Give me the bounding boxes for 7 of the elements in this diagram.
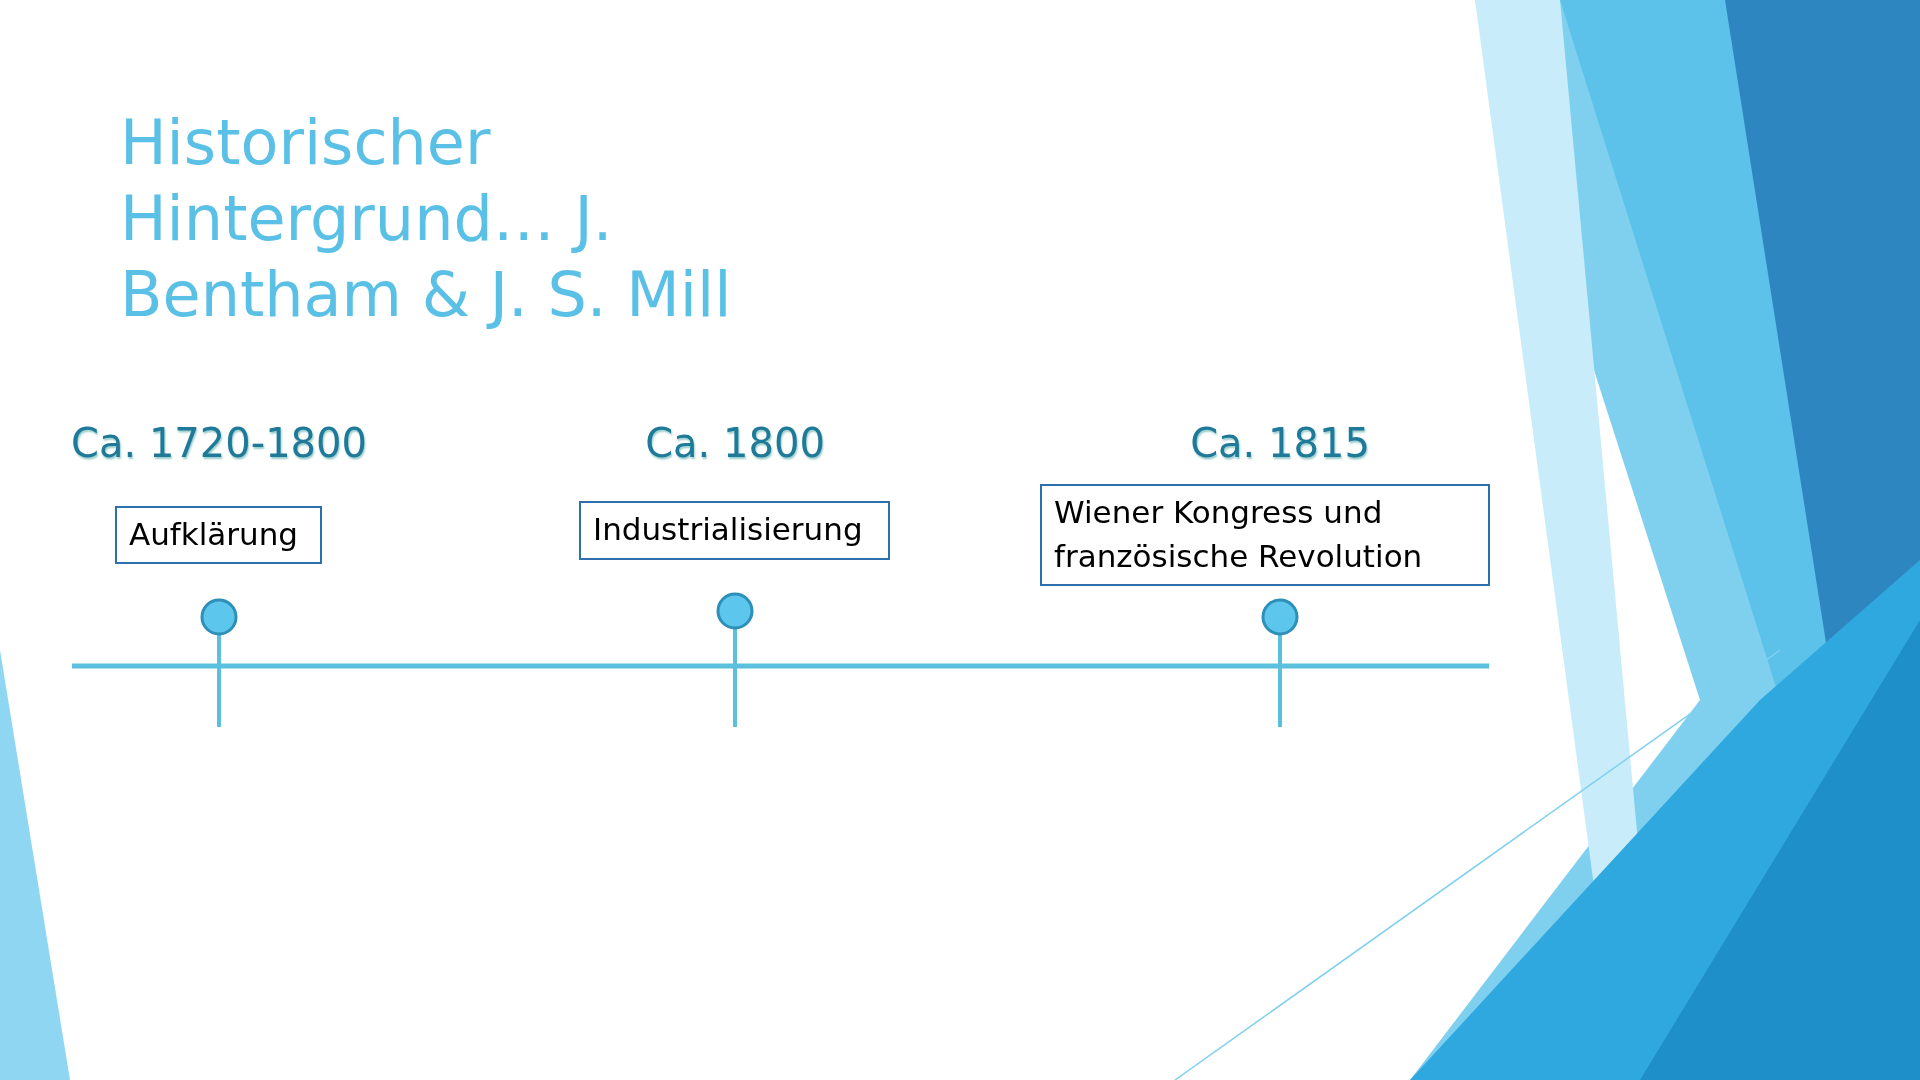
- date-label: Ca. 1720-1800: [71, 420, 367, 466]
- date-label: Ca. 1800: [645, 420, 825, 466]
- event-card: Wiener Kongress und französische Revolution: [1040, 484, 1490, 586]
- title: Historischer Hintergrund… J. Bentham & J. S. Mill: [120, 105, 733, 333]
- date-label: Ca. 1815: [1190, 420, 1370, 466]
- event-card: Industrialisierung: [579, 501, 890, 560]
- event-card: Aufklärung: [115, 506, 322, 564]
